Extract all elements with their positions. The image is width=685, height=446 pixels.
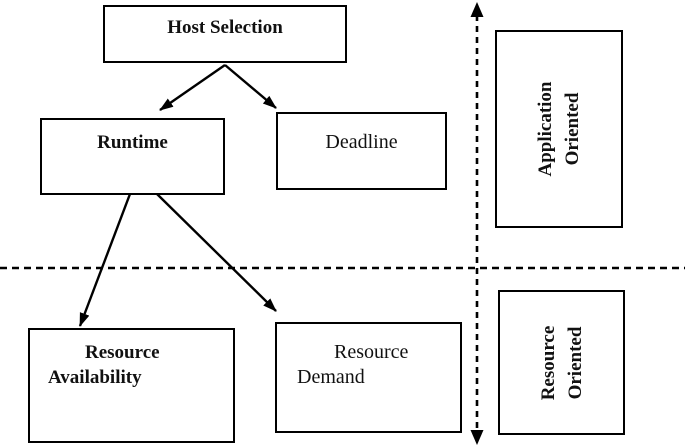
node-deadline: Deadline [276, 112, 447, 190]
edge-host-selection-to-runtime [159, 64, 226, 111]
quadrant-label-application-oriented-text: Application Oriented [535, 81, 583, 177]
node-host-selection: Host Selection [103, 5, 347, 63]
vertical-axis-down-arrowhead [470, 430, 484, 445]
edge-runtime-to-resource-availability [78, 193, 132, 327]
quadrant-label-resource-oriented-text: Resource Oriented [537, 325, 586, 400]
quadrant-label-resource-oriented: Resource Oriented [498, 290, 625, 435]
node-resource-demand: Resource Demand [275, 322, 462, 433]
edge-host-selection-to-deadline [224, 64, 277, 109]
vertical-axis-up-arrowhead [470, 2, 484, 17]
quadrant-label-application-oriented: Application Oriented [495, 30, 623, 228]
edge-runtime-to-resource-demand [156, 193, 277, 312]
node-runtime: Runtime [40, 118, 225, 195]
node-resource-availability: Resource Availability [28, 328, 235, 443]
